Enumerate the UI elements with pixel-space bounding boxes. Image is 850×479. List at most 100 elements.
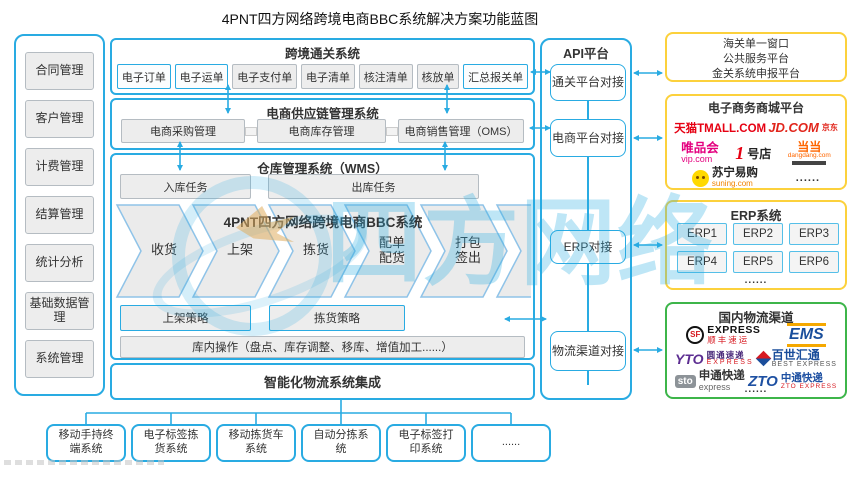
doc-e-order: 电子订单 <box>117 64 171 89</box>
step-allocation: 配单 配货 <box>357 235 427 266</box>
jd-logo: JD.COM 京东 <box>768 120 838 135</box>
connector-pipe <box>386 126 398 136</box>
step-putaway: 上架 <box>226 242 253 257</box>
supply-module-row: 电商采购管理 电商库存管理 电商销售管理（OMS） <box>121 119 524 143</box>
mall-panel: 电子商务商城平台 天猫TMALL.COM JD.COM 京东 唯品会 vip.c… <box>665 94 847 190</box>
zto-logo-main: 中通快递 <box>780 372 823 384</box>
bottom-box-pick-cart: 移动拣货车系统 <box>216 424 296 462</box>
sto-badge-icon: sto <box>674 375 696 388</box>
best-logo-text: 百世汇通 <box>771 348 820 362</box>
vip-logo: 唯品会 vip.com <box>681 142 719 164</box>
doc-e-payment: 电子支付单 <box>232 64 298 89</box>
doc-check-list: 核注清单 <box>358 64 413 89</box>
logistics-integration-panel: 智能化物流系统集成 <box>110 363 535 400</box>
mall-logo-row: 唯品会 vip.com 1 号店 当当 dangdang.com <box>673 140 839 166</box>
sf-express-logo: SF EXPRESS 顺丰速运 <box>686 325 760 344</box>
mall-logo-row: 天猫TMALL.COM JD.COM 京东 <box>673 117 839 138</box>
yhd-logo: 1 号店 <box>735 143 771 164</box>
api-item-customs: 通关平台对接 <box>550 64 626 101</box>
api-item-logistics: 物流渠道对接 <box>550 331 626 371</box>
sto-logo-text: 申通快递 <box>698 370 745 383</box>
suning-logo-text: 苏宁易购 <box>711 167 758 180</box>
logistics-logo-row: YTO 圆通速递 EXPRESS 百世汇通 BEST EXPRESS <box>673 347 839 370</box>
erp-panel: ERP系统 ERP1 ERP2 ERP3 ERP4 ERP5 ERP6 ....… <box>665 200 847 290</box>
bottom-box-label-print: 电子标签打印系统 <box>386 424 466 462</box>
logistics-panel: 国内物流渠道 SF EXPRESS 顺丰速运 EMS YTO 圆通速递 EXPR… <box>665 302 847 399</box>
sf-logo-sub: 顺丰速运 <box>707 334 750 345</box>
api-platform-panel: API平台 通关平台对接 电商平台对接 ERP对接 物流渠道对接 <box>540 38 632 400</box>
bbc-process-band: 4PNT四方网络跨境电商BBC系统 收货 上架 拣货 配单 配货 打包 签出 <box>115 203 531 300</box>
yhd-logo-num: 1 <box>735 142 745 163</box>
sidebar-item-statistics: 统计分析 <box>25 244 94 282</box>
wms-panel: 仓库管理系统（WMS） 入库任务 出库任务 4PNT四方网络跨境电商BBC系统 … <box>110 153 535 360</box>
inbound-task-box: 入库任务 <box>120 174 251 199</box>
step-line: 配货 <box>378 249 405 265</box>
vip-logo-text: 唯品会 <box>681 141 719 156</box>
sidebar-item-customer: 客户管理 <box>25 100 94 138</box>
ems-logo: EMS <box>787 322 826 347</box>
zto-logo: ZTO 中通快递 ZTO EXPRESS <box>748 373 837 390</box>
sto-logo: sto 申通快递 express <box>674 370 745 392</box>
api-platform-header: API平台 <box>563 47 609 61</box>
api-item-erp: ERP对接 <box>550 230 626 264</box>
sidebar-item-settlement: 结算管理 <box>25 196 94 234</box>
best-diamond-icon <box>755 350 772 367</box>
module-sales-oms: 电商销售管理（OMS） <box>398 119 524 143</box>
customs-platforms-panel: 海关单一窗口 公共服务平台 金关系统申报平台 <box>665 32 847 82</box>
zto-logo-sub: ZTO EXPRESS <box>780 382 838 390</box>
putaway-strategy-box: 上架策略 <box>120 305 251 331</box>
step-picking: 拣货 <box>302 242 329 257</box>
sidebar-item-billing: 计费管理 <box>25 148 94 186</box>
mall-header: 电子商务商城平台 <box>707 101 804 115</box>
faint-footnote-marks <box>4 460 164 465</box>
bbc-system-title: 4PNT四方网络跨境电商BBC系统 <box>223 215 423 230</box>
jd-logo-text: JD.COM <box>768 120 819 135</box>
module-inventory: 电商库存管理 <box>257 119 386 143</box>
dangdang-logo-bar <box>792 160 827 165</box>
customs-platform-line: 金关系统申报平台 <box>712 68 800 80</box>
supply-chain-panel: 电商供应链管理系统 电商采购管理 电商库存管理 电商销售管理（OMS） <box>110 98 535 150</box>
suning-logo-sub: suning.com <box>711 178 753 188</box>
logistics-more-dots: ...... <box>744 384 768 395</box>
sidebar-item-system: 系统管理 <box>25 340 94 378</box>
sidebar-item-basedata: 基础数据管理 <box>25 292 94 330</box>
sidebar-panel: 合同管理 客户管理 计费管理 结算管理 统计分析 基础数据管理 系统管理 <box>14 34 105 396</box>
supply-chain-header: 电商供应链管理系统 <box>266 107 379 121</box>
bottom-box-more: ...... <box>471 424 551 462</box>
erp-box: ERP6 <box>789 251 839 273</box>
zto-logo-text: ZTO <box>748 373 778 390</box>
chevron-flow-icon <box>115 204 531 298</box>
doc-e-waybill: 电子运单 <box>174 64 229 89</box>
sf-logo-text: EXPRESS <box>707 324 761 336</box>
wms-header: 仓库管理系统（WMS） <box>257 162 388 176</box>
module-procurement: 电商采购管理 <box>121 119 245 143</box>
sf-circle-icon: SF <box>686 325 705 344</box>
suning-logo: 苏宁易购 suning.com <box>691 167 758 188</box>
customs-doc-row: 电子订单 电子运单 电子支付单 电子清单 核注清单 核放单 汇总报关单 <box>117 64 529 89</box>
step-packing: 打包 签出 <box>433 235 503 266</box>
bottom-box-handheld: 移动手持终端系统 <box>46 424 126 462</box>
yto-logo-sub2: EXPRESS <box>706 359 754 367</box>
suning-lion-icon <box>691 169 709 187</box>
customs-platform-line: 公共服务平台 <box>723 53 789 65</box>
best-express-logo: 百世汇通 BEST EXPRESS <box>755 348 837 368</box>
yto-logo-sub: 圆通速递 <box>706 349 745 360</box>
erp-box: ERP1 <box>677 223 727 245</box>
step-receiving: 收货 <box>150 242 177 257</box>
logistics-header: 国内物流渠道 <box>718 311 794 325</box>
step-line: 签出 <box>454 249 481 265</box>
doc-release-form: 核放单 <box>416 64 460 89</box>
mall-logo-row: 苏宁易购 suning.com ...... <box>673 168 839 188</box>
dangdang-logo: 当当 dangdang.com <box>788 141 831 165</box>
erp-box: ERP4 <box>677 251 727 273</box>
erp-grid: ERP1 ERP2 ERP3 ERP4 ERP5 ERP6 <box>677 223 839 273</box>
erp-box: ERP3 <box>789 223 839 245</box>
best-logo-sub: BEST EXPRESS <box>771 361 837 368</box>
vip-logo-sub: vip.com <box>681 153 713 164</box>
doc-e-list: 电子清单 <box>301 64 355 89</box>
picking-strategy-box: 拣货策略 <box>269 305 405 331</box>
warehouse-operations-box: 库内操作（盘点、库存调整、移库、增值加工......） <box>120 336 525 358</box>
step-line: 打包 <box>454 235 481 250</box>
erp-header: ERP系统 <box>730 209 782 223</box>
